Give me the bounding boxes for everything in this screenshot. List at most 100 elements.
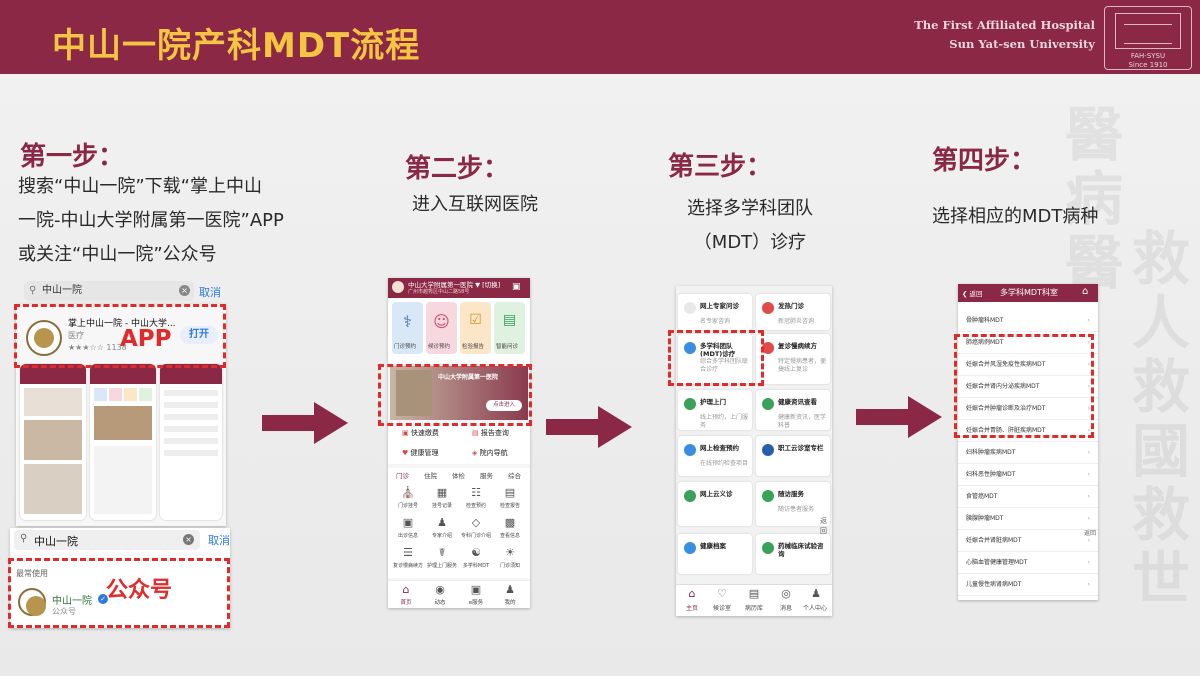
mdt-list-item[interactable]: 妇科肿瘤疾病MDT› [958,442,1098,464]
mdt-list-item[interactable]: 妊娠合并胃肠、肝脏疾病MDT› [958,420,1098,442]
mdt-list-item-label: 妊娠合并肾脏病MDT [966,537,1022,544]
bottom-nav: ⌂ ♡ ▤ ◎ ♟ 主页 候诊室 病历库 消息 个人中心 [676,584,832,616]
tab-general[interactable]: 综合 [508,472,521,480]
enter-button[interactable]: 点击进入 [486,400,522,411]
mdt-list-item-label: 骨肿瘤科MDT [966,317,1004,324]
service-card-subtitle: 随访患者服务 [778,506,815,513]
prescription-icon: ☰ [403,546,413,559]
mdt-list-item-label: 儿童慢性病肾病MDT [966,581,1022,588]
hospital-avatar-icon [392,281,404,293]
service-card[interactable]: 网上云义诊 [678,482,752,526]
clipboard-icon: ▤ [504,486,516,499]
mdt-list-item-label: 心脑血管健康管理MDT [966,559,1028,566]
user-icon[interactable]: ♟ [811,587,821,600]
service-card-title: 多学科团队(MDT)诊疗 [700,342,736,358]
scan-icon[interactable]: ▣ [512,282,521,292]
chevron-right-icon: › [1087,449,1090,456]
service-card[interactable]: 多学科团队(MDT)诊疗综合多学科团队联合诊疗 [678,334,752,384]
service-card[interactable]: 网上检查预约在线预约检查项目 [678,436,752,476]
user-icon[interactable]: ♟ [505,583,515,596]
mdt-list-item[interactable]: 胰腺肿瘤MDT› [958,508,1098,530]
back-link[interactable]: 返回 [820,517,827,535]
mdt-list-item[interactable]: 妊娠合并肿瘤诊断及治疗MDT› [958,398,1098,420]
appstore-search-input[interactable]: ⚲ 中山一院 × [24,281,194,301]
service-card[interactable]: 发热门诊新冠肺炎咨询 [756,294,830,330]
chevron-right-icon: › [1087,339,1090,346]
home-icon[interactable]: ⌂ [1082,286,1089,297]
clear-icon[interactable]: × [183,534,194,545]
official-account-highlight-box [8,558,230,628]
hospital-switcher[interactable]: 中山大学附属第一医院 ▼ [切换] [408,281,501,289]
wechat-search-input[interactable]: ⚲ 中山一院 × [14,530,200,550]
mdt-list-item[interactable]: 心脑血管健康管理MDT› [958,552,1098,574]
service-icon [684,542,696,554]
mdt-list-item[interactable]: 妊娠合并肾内分泌疾病MDT› [958,376,1098,398]
mdt-list-item[interactable]: 骨肿瘤科MDT› [958,310,1098,332]
service-card-subtitle: 在线预约检查项目 [700,460,749,467]
info-icon: ▣ [402,516,414,529]
quick-nav[interactable]: ◈ 院内导航 [472,449,508,457]
service-card[interactable]: 随访服务随访患者服务 [756,482,830,526]
chevron-right-icon: › [1087,383,1090,390]
lightbulb-icon: ☀ [505,546,515,559]
tile-lab-report[interactable] [460,302,491,354]
tab-service[interactable]: 服务 [480,472,493,480]
service-icon [684,398,696,410]
service-card-title: 网上云义诊 [700,490,733,498]
tile-outpatient[interactable] [392,302,423,354]
person-icon: ♟ [437,516,447,529]
service-icon [762,490,774,502]
records-icon[interactable]: ▤ [748,587,760,600]
quick-report[interactable]: ▤ 报告查询 [472,429,509,437]
mdt-list-item[interactable]: 儿童慢性病肾病MDT› [958,574,1098,596]
service-card-title: 护理上门 [700,398,726,406]
service-card[interactable]: 健康档案 [678,534,752,574]
internet-hospital-banner[interactable]: 中山大学附属第一医院 点击进入 [390,366,528,420]
cancel-button[interactable]: 取消 [199,286,221,299]
service-card[interactable]: 网上专家问诊名专家咨询 [678,294,752,330]
service-card[interactable]: 护理上门线上预约，上门服务 [678,390,752,430]
hospital-building-logo-icon: FAH-SYSU Since 1910 [1104,6,1192,70]
tab-checkup[interactable]: 体检 [452,472,465,480]
app-preview-3 [160,364,222,520]
tile-waiting[interactable] [426,302,457,354]
app-label: APP [120,326,172,352]
cancel-button[interactable]: 取消 [208,534,230,547]
tab-outpatient[interactable]: 门诊 [396,472,409,480]
tile-smart-consult[interactable] [494,302,525,354]
step2-title: 第二步： [405,154,510,184]
service-icon [684,342,696,354]
mdt-list-item[interactable]: 食管癌MDT› [958,486,1098,508]
home-icon[interactable]: ⌂ [688,587,696,600]
service-card-subtitle: 线上预约，上门服务 [700,414,749,429]
service-card[interactable]: 复诊慢病续方特定慢病患者，便捷线上复诊 [756,334,830,384]
official-account-avatar[interactable] [18,588,46,616]
service-card[interactable]: 健康资讯查看健康新资讯，医学科普 [756,390,830,430]
feed-icon[interactable]: ◉ [435,583,445,596]
tab-inpatient[interactable]: 住院 [424,472,437,480]
open-app-button[interactable]: 打开 [180,326,218,344]
mdt-list-item-label: 妊娠合并肿瘤诊断及治疗MDT [966,405,1046,412]
waiting-room-icon[interactable]: ♡ [717,587,727,600]
message-icon[interactable]: ◎ [781,587,791,600]
mdt-list-item[interactable]: 妊娠合并肾脏病MDT› [958,530,1098,552]
back-button[interactable]: ❮ 返回 [962,290,983,298]
mdt-list-item[interactable]: 肺癌病例MDT› [958,332,1098,354]
back-link[interactable]: 返回 [1084,530,1097,537]
quick-pay[interactable]: ▣ 快速缴费 [402,429,439,437]
mdt-list-item[interactable]: 妇科恶性肿瘤MDT› [958,464,1098,486]
cart-icon[interactable]: ▣ [470,583,482,596]
arrow-right-icon [262,402,348,444]
quick-health[interactable]: ♥ 健康管理 [402,449,439,457]
step4-phone-screen: ❮ 返回 多学科MDT科室 ⌂ 骨肿瘤科MDT›肺癌病例MDT›妊娠合并风湿免疫… [958,284,1098,600]
home-icon[interactable]: ⌂ [402,583,410,596]
slide-title: 中山一院产科MDT流程 [52,26,421,66]
mdt-list-item[interactable]: 妊娠合并风湿免疫性疾病MDT› [958,354,1098,376]
service-card[interactable]: 职工云诊室专栏 [756,436,830,476]
hospital-app-icon[interactable] [26,320,62,356]
service-card[interactable]: 药械临床试验咨询 [756,534,830,574]
service-card-title: 健康档案 [700,542,726,550]
clear-icon[interactable]: × [179,285,190,296]
step3-phone-screen: 网上专家问诊名专家咨询发热门诊新冠肺炎咨询多学科团队(MDT)诊疗综合多学科团队… [676,286,832,616]
step3-description: 选择多学科团队 （MDT）诊疗 [687,198,813,253]
